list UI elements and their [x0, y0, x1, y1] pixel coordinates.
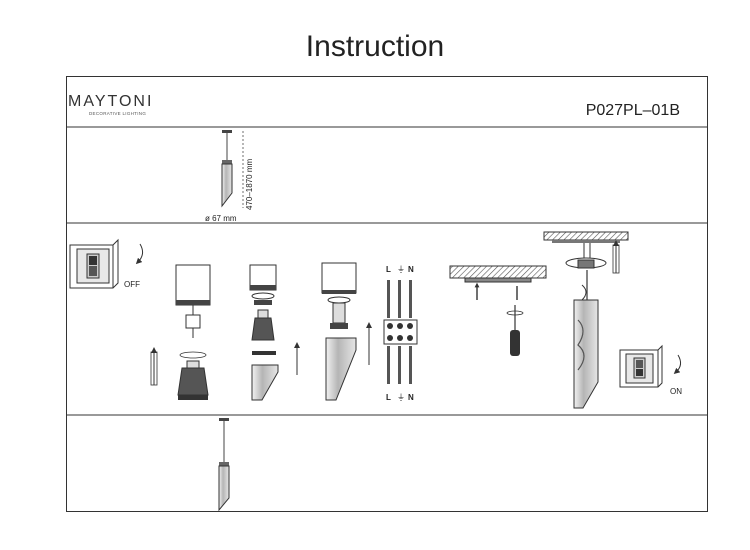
- terminal-n-top: N: [408, 265, 414, 274]
- height-range-label: 470–1870 mm: [245, 159, 254, 210]
- diameter-label: ø 67 mm: [205, 214, 237, 223]
- terminal-l-top: L: [386, 265, 391, 274]
- terminal-n-bottom: N: [408, 393, 414, 402]
- dimension-drawing: 470–1870 mm ø 67 mm: [205, 130, 254, 223]
- finished-pendant: [218, 418, 230, 512]
- terminal-earth-top: ⏚: [397, 265, 405, 274]
- step-mount-plate: [449, 265, 547, 356]
- terminal-l-bottom: L: [386, 393, 391, 402]
- screwdriver-icon: [506, 305, 524, 356]
- model-number: P027PL–01B: [585, 102, 680, 119]
- step-hang-fixture: [543, 231, 629, 409]
- terminal-block-icon: L ⏚ N L ⏚ N: [383, 265, 418, 402]
- instruction-frame: [66, 76, 708, 512]
- step-install-reflector: [249, 264, 300, 401]
- step-switch-off: OFF: [69, 238, 144, 289]
- on-label: ON: [670, 387, 682, 396]
- wall-switch-icon: [86, 253, 100, 279]
- rotate-arrow-icon: [673, 354, 682, 374]
- gu10-bulb-icon: [177, 360, 209, 400]
- brand-tagline: DECORATIVE LIGHTING: [89, 111, 147, 116]
- wall-switch-icon: [633, 357, 646, 379]
- brand-logo: MAYTONI: [68, 93, 154, 110]
- step-fit-shade: [321, 262, 372, 401]
- page-title: Instruction: [305, 30, 445, 63]
- step-switch-on: ON: [619, 344, 682, 396]
- off-label: OFF: [124, 280, 140, 289]
- rotate-arrow-icon: [135, 243, 144, 265]
- terminal-earth-bottom: ⏚: [397, 393, 405, 402]
- rotate-arrow-icon: [179, 351, 207, 359]
- step-install-bulb: [150, 264, 211, 400]
